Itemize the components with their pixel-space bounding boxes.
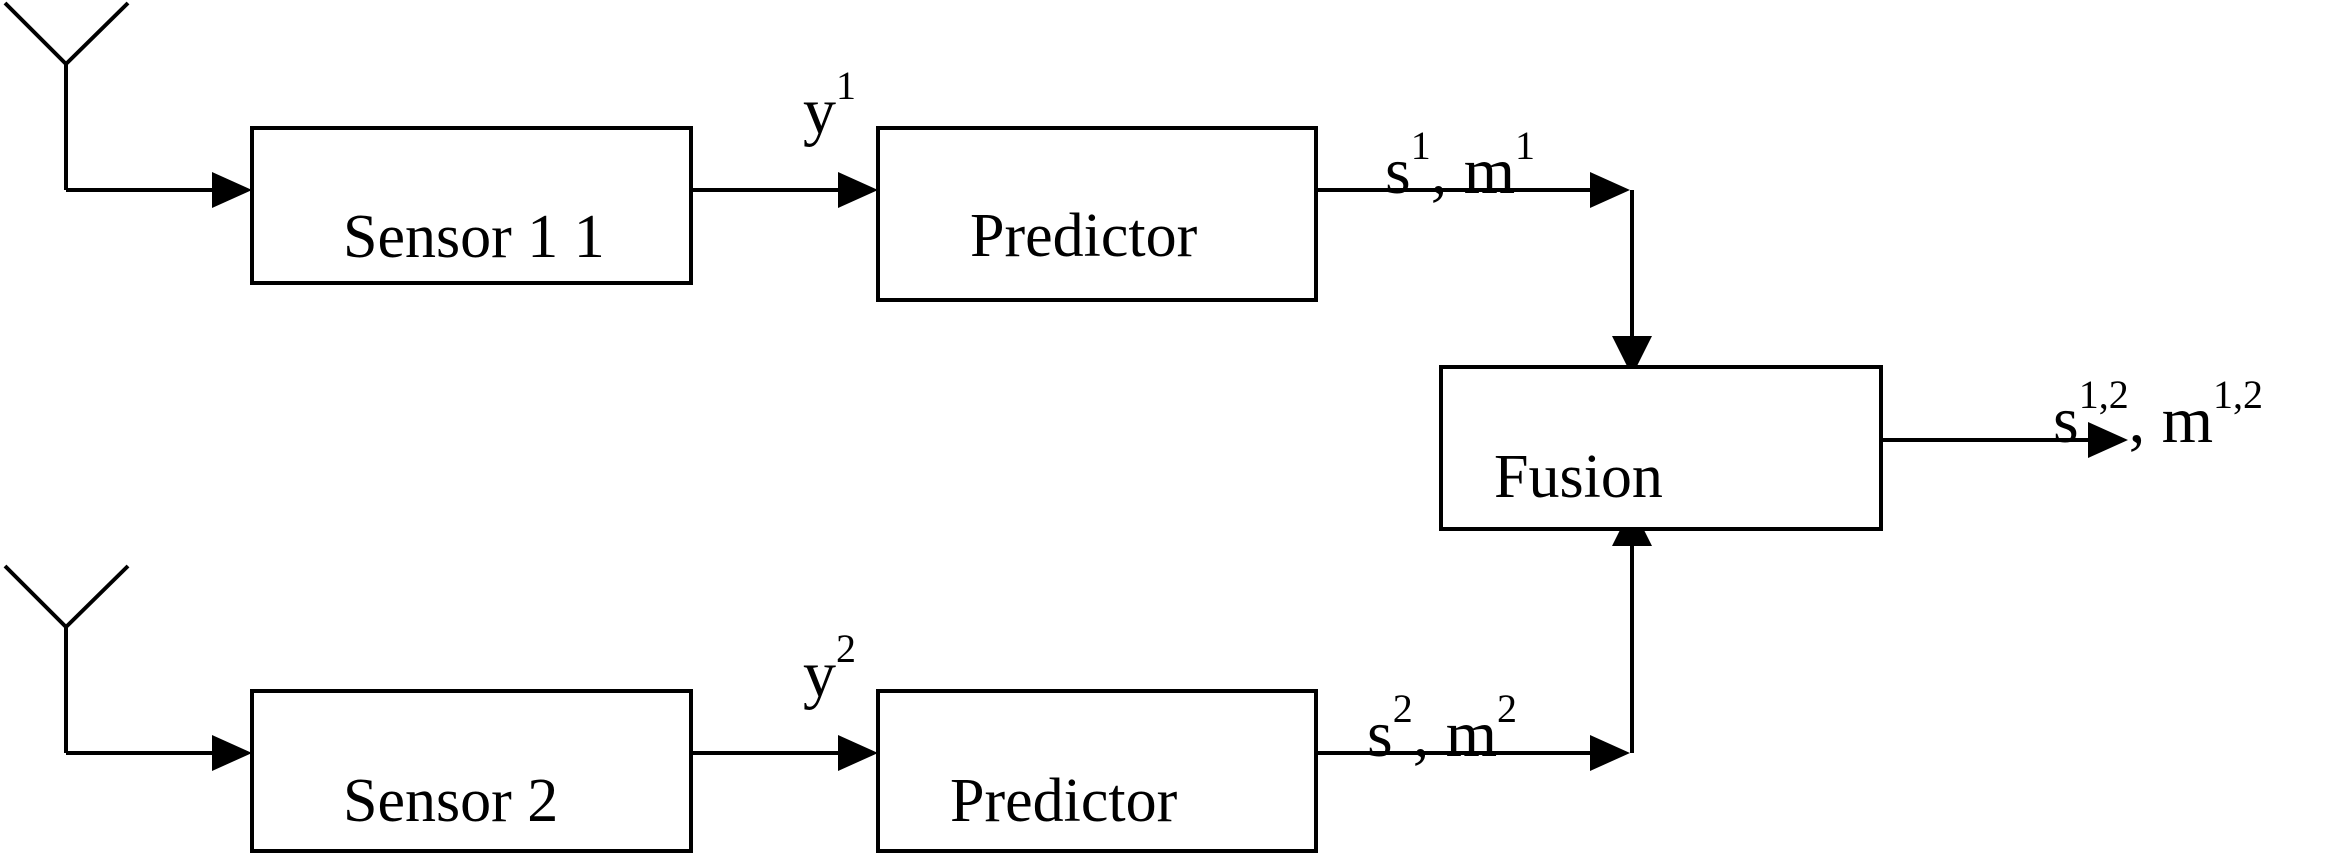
sensor-2-label: Sensor 2 — [343, 767, 558, 835]
sensor-1-label: Sensor 1 1 — [343, 203, 605, 271]
arrowhead-s2m2 — [1590, 735, 1630, 771]
fusion-label: Fusion — [1494, 443, 1663, 511]
signal-s2-m2-label: s2, m2 — [1367, 686, 1517, 771]
signal-s12-m12-label: s1,2, m1,2 — [2053, 372, 2263, 457]
arrowhead-predictor1-in — [838, 172, 878, 208]
fusion-block — [1439, 365, 1883, 531]
arrowhead-sensor2-in — [212, 735, 252, 771]
arrowhead-fusion-out — [2088, 422, 2128, 458]
predictor-1-label: Predictor — [970, 202, 1198, 270]
arrowhead-fusion-top — [1612, 336, 1652, 376]
sensor-1-block — [250, 126, 693, 285]
predictor-1-block — [876, 126, 1318, 302]
signal-y1-label: y1 — [803, 63, 856, 148]
antenna-1-icon — [3, 1, 130, 190]
arrowhead-sensor1-in — [212, 172, 252, 208]
sensor-2-block — [250, 689, 693, 853]
antenna-2-icon — [3, 564, 130, 753]
signal-s1-m1-label: s1, m1 — [1385, 123, 1535, 208]
predictor-2-label: Predictor — [950, 767, 1178, 835]
arrowhead-predictor2-in — [838, 735, 878, 771]
arrowhead-s1m1 — [1590, 172, 1630, 208]
signal-y2-label: y2 — [803, 626, 856, 711]
predictor-2-block — [876, 689, 1318, 853]
